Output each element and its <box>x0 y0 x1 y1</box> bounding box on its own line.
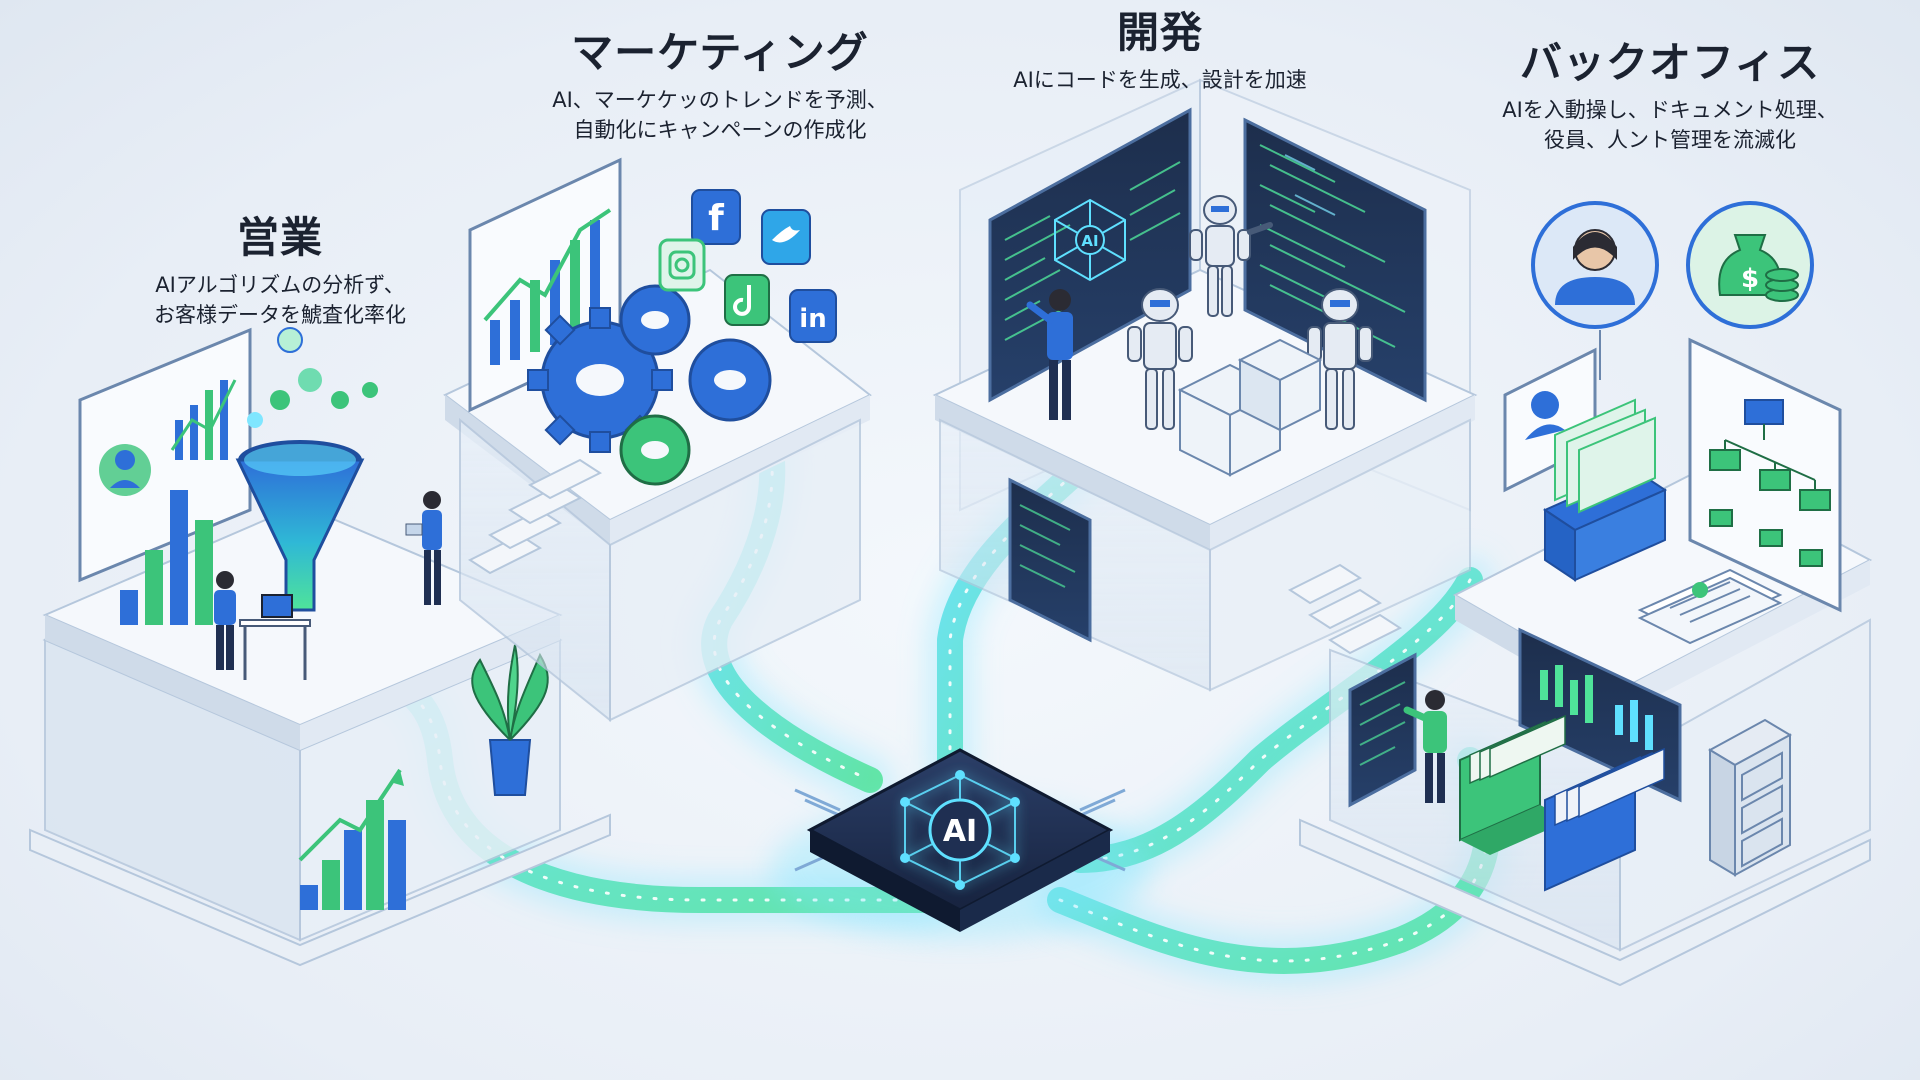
server-blocks <box>1177 338 1323 477</box>
file-cabinet <box>1707 718 1793 877</box>
gear-icon-right <box>688 338 772 422</box>
folder-icon-blue <box>1544 747 1665 892</box>
svg-text:$: $ <box>1741 264 1759 294</box>
robot-icon-right <box>1307 288 1373 430</box>
gear-icon-top <box>619 284 691 356</box>
svg-text:f: f <box>708 198 724 239</box>
org-chart-icon <box>1688 337 1842 613</box>
plant-icon <box>471 644 549 796</box>
tiktok-icon <box>724 274 770 326</box>
sales-building <box>29 327 611 967</box>
marketing-building: f in <box>443 157 872 723</box>
gear-icon-green <box>619 414 691 486</box>
person-icon-backoffice-worker <box>1403 690 1447 803</box>
sales-dashboard <box>78 327 252 583</box>
code-screen-lower <box>1008 477 1092 643</box>
svg-text:in: in <box>799 304 826 334</box>
document-icon <box>1637 568 1783 645</box>
folder-icon-tray <box>1542 398 1668 582</box>
facebook-icon: f <box>691 189 741 245</box>
instagram-icon <box>658 238 706 292</box>
twitter-icon <box>761 209 811 265</box>
code-screen-right <box>1243 117 1427 403</box>
dept-desc-sales: AIアルゴリズムの分析ず、 お客様データを鯱査化率化 <box>154 273 406 327</box>
folder-icon-green <box>1459 714 1570 855</box>
linkedin-icon: in <box>789 289 837 343</box>
ai-chip-icon: AI <box>770 748 1150 940</box>
dept-desc-marketing: AI、マーケケッのトレンドを予測、 自動化にキャンペーンの作成化 <box>552 88 888 142</box>
svg-text:AI: AI <box>1081 232 1098 250</box>
dept-title-sales: 営業 <box>236 213 323 262</box>
person-icon-sales-standing <box>405 491 442 605</box>
person-icon-sales-desk <box>214 571 311 680</box>
dept-desc-development: AIにコードを生成、設計を加速 <box>1013 68 1307 93</box>
robot-icon-left <box>1127 288 1193 430</box>
growth-chart <box>298 768 406 910</box>
label-marketing: マーケティング AI、マーケケッのトレンドを予測、 自動化にキャンペーンの作成化 <box>450 28 990 145</box>
dept-desc-backoffice: AIを入動操し、ドキュメント処理、 役員、人ント管理を流滅化 <box>1502 98 1838 152</box>
stairs <box>467 458 603 575</box>
development-building: AI <box>932 78 1478 692</box>
label-development: 開発 AIにコードを生成、設計を加速 <box>960 8 1360 96</box>
person-icon-developer <box>1026 289 1073 420</box>
label-sales: 営業 AIアルゴリズムの分析ず、 お客様データを鯱査化率化 <box>40 213 520 330</box>
dept-title-development: 開発 <box>1116 8 1203 57</box>
robot-icon-top <box>1189 195 1273 317</box>
backoffice-building: $ <box>1299 201 1873 987</box>
hub-label: AI <box>943 814 977 849</box>
money-bag-icon: $ <box>1686 201 1814 329</box>
funnel-icon <box>235 327 378 612</box>
dept-title-marketing: マーケティング <box>571 28 869 77</box>
dept-title-backoffice: バックオフィス <box>1519 38 1821 87</box>
person-icon-backoffice-avatar <box>1531 201 1659 329</box>
code-screen-left: AI <box>988 107 1192 403</box>
code-screen-backoffice <box>1348 652 1417 808</box>
sales-bars <box>120 490 213 625</box>
stream-backoffice <box>1067 567 1483 873</box>
label-backoffice: バックオフィス AIを入動操し、ドキュメント処理、 役員、人ント管理を流滅化 <box>1430 38 1910 155</box>
